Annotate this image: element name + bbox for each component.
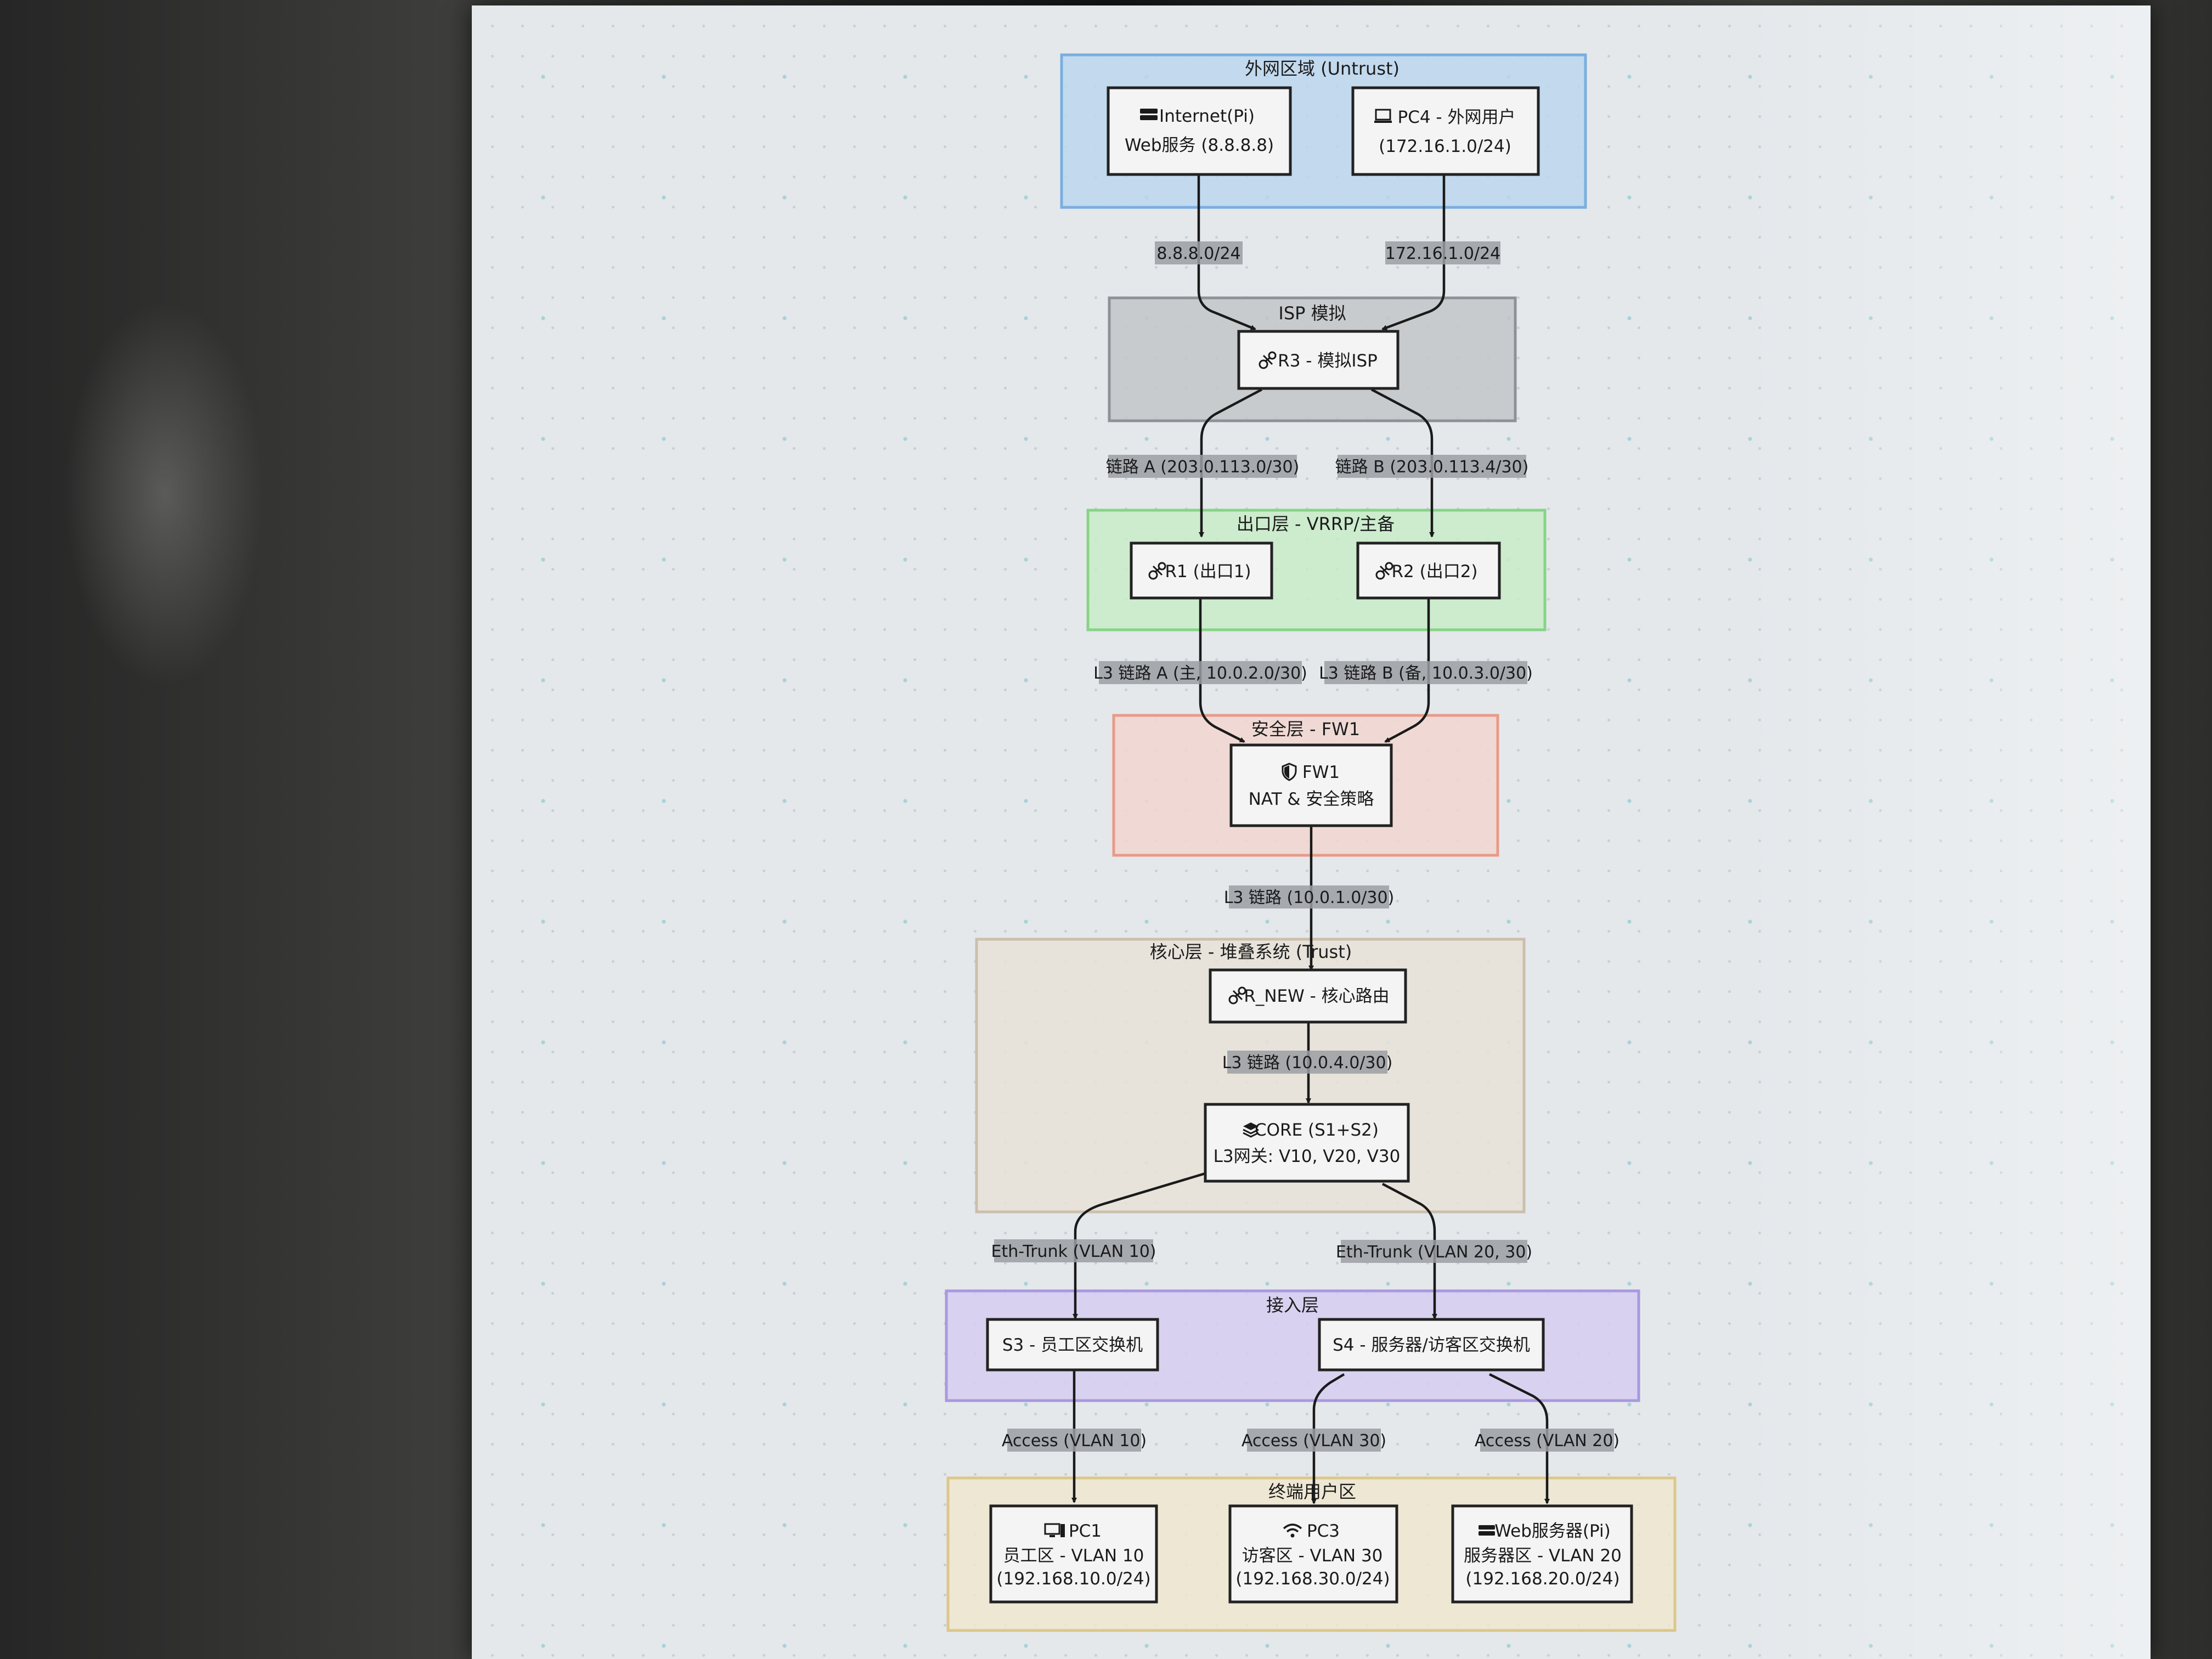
svg-text:Access (VLAN 10): Access (VLAN 10) bbox=[1002, 1431, 1147, 1451]
node-pc1[interactable]: PC1 员工区 - VLAN 10 (192.168.10.0/24) bbox=[989, 1504, 1158, 1604]
node-fw1[interactable]: FW1 NAT & 安全策略 bbox=[1229, 743, 1393, 827]
node-r1-line1: R1 (出口1) bbox=[1165, 562, 1251, 582]
node-core[interactable]: CORE (S1+S2) L3网关: V10, V20, V30 bbox=[1204, 1103, 1410, 1183]
edge-internet-r3 bbox=[1197, 174, 1256, 331]
edge-core-s3 bbox=[1073, 1171, 1207, 1319]
edge-pc4-r3 bbox=[1381, 174, 1446, 331]
svg-text:L3 链路 (10.0.1.0/30): L3 链路 (10.0.1.0/30) bbox=[1224, 888, 1395, 907]
svg-text:8.8.8.0/24: 8.8.8.0/24 bbox=[1156, 244, 1240, 263]
zone-isp-label: ISP 模拟 bbox=[1278, 303, 1346, 324]
edge-label-internet-r3: 8.8.8.0/24 bbox=[1155, 241, 1243, 264]
edge-label-s3-pc1: Access (VLAN 10) bbox=[1002, 1429, 1147, 1452]
node-core-line1: CORE (S1+S2) bbox=[1255, 1120, 1379, 1140]
node-internet[interactable]: Internet(Pi) Web服务 (8.8.8.8) bbox=[1107, 86, 1292, 176]
svg-text:Access (VLAN 20): Access (VLAN 20) bbox=[1475, 1431, 1620, 1451]
node-pc1-line2: 员工区 - VLAN 10 bbox=[1003, 1546, 1144, 1566]
node-rnew[interactable]: R_NEW - 核心路由 bbox=[1209, 968, 1407, 1024]
edge-label-r3-r2: 链路 B (203.0.113.4/30) bbox=[1335, 455, 1529, 478]
zone-access-label: 接入层 bbox=[1266, 1295, 1319, 1316]
node-core-line2: L3网关: V10, V20, V30 bbox=[1214, 1147, 1401, 1166]
svg-text:Eth-Trunk (VLAN 20, 30): Eth-Trunk (VLAN 20, 30) bbox=[1336, 1243, 1532, 1262]
zone-core-label: 核心层 - 堆叠系统 (Trust) bbox=[1150, 941, 1352, 962]
desktop-icon bbox=[1044, 1523, 1065, 1537]
node-pc3-line3: (192.168.30.0/24) bbox=[1235, 1569, 1390, 1589]
svg-text:L3 链路 (10.0.4.0/30): L3 链路 (10.0.4.0/30) bbox=[1222, 1053, 1393, 1073]
node-pc4[interactable]: PC4 - 外网用户 (172.16.1.0/24) bbox=[1351, 86, 1540, 176]
node-webserver-line2: 服务器区 - VLAN 20 bbox=[1464, 1546, 1622, 1566]
node-fw1-line1: FW1 bbox=[1302, 763, 1340, 782]
edge-label-r2-fw1: L3 链路 B (备, 10.0.3.0/30) bbox=[1319, 661, 1533, 684]
node-r3[interactable]: R3 - 模拟ISP bbox=[1237, 330, 1400, 390]
node-internet-line2: Web服务 (8.8.8.8) bbox=[1125, 136, 1274, 155]
node-r2[interactable]: R2 (出口2) bbox=[1356, 541, 1501, 600]
edge-label-fw1-rnew: L3 链路 (10.0.1.0/30) bbox=[1224, 885, 1395, 909]
router-icon bbox=[1375, 562, 1393, 580]
server-icon bbox=[1479, 1525, 1495, 1536]
node-internet-line1: Internet(Pi) bbox=[1159, 106, 1255, 126]
svg-text:Access (VLAN 30): Access (VLAN 30) bbox=[1242, 1431, 1386, 1451]
node-s4[interactable]: S4 - 服务器/访客区交换机 bbox=[1318, 1318, 1545, 1372]
node-s4-line1: S4 - 服务器/访客区交换机 bbox=[1333, 1335, 1530, 1355]
svg-text:L3 链路 B (备, 10.0.3.0/30): L3 链路 B (备, 10.0.3.0/30) bbox=[1319, 664, 1533, 683]
node-webserver-line1: Web服务器(Pi) bbox=[1494, 1521, 1610, 1541]
edge-label-core-s4: Eth-Trunk (VLAN 20, 30) bbox=[1336, 1240, 1532, 1263]
edge-label-rnew-core: L3 链路 (10.0.4.0/30) bbox=[1222, 1051, 1393, 1074]
node-pc3[interactable]: PC3 访客区 - VLAN 30 (192.168.30.0/24) bbox=[1228, 1504, 1398, 1604]
edge-s4-web bbox=[1488, 1373, 1550, 1504]
zone-egress-label: 出口层 - VRRP/主备 bbox=[1237, 514, 1395, 534]
edge-label-s4-pc3: Access (VLAN 30) bbox=[1242, 1429, 1386, 1452]
edge-label-r3-r1: 链路 A (203.0.113.0/30) bbox=[1106, 455, 1300, 478]
server-icon bbox=[1140, 109, 1158, 120]
edge-r1-fw1 bbox=[1199, 598, 1245, 743]
node-s3-line1: S3 - 员工区交换机 bbox=[1002, 1335, 1143, 1355]
node-r3-line1: R3 - 模拟ISP bbox=[1278, 351, 1378, 371]
edge-r3-r1 bbox=[1199, 388, 1263, 538]
node-pc1-line1: PC1 bbox=[1069, 1521, 1102, 1541]
router-icon bbox=[1259, 351, 1277, 369]
node-rnew-line1: R_NEW - 核心路由 bbox=[1244, 986, 1389, 1006]
node-pc3-line1: PC3 bbox=[1307, 1521, 1340, 1541]
node-pc3-line2: 访客区 - VLAN 30 bbox=[1242, 1546, 1383, 1566]
node-webserver-line3: (192.168.20.0/24) bbox=[1465, 1569, 1620, 1589]
laptop-icon bbox=[1374, 109, 1392, 123]
zone-endpoint-label: 终端用户区 bbox=[1268, 1481, 1356, 1502]
node-pc4-line2: (172.16.1.0/24) bbox=[1379, 137, 1511, 156]
node-pc1-line3: (192.168.10.0/24) bbox=[996, 1569, 1150, 1589]
node-r1[interactable]: R1 (出口1) bbox=[1130, 541, 1273, 600]
shield-icon bbox=[1282, 763, 1297, 781]
router-icon bbox=[1228, 986, 1246, 1005]
node-webserver[interactable]: Web服务器(Pi) 服务器区 - VLAN 20 (192.168.20.0/… bbox=[1451, 1504, 1633, 1604]
zone-security-label: 安全层 - FW1 bbox=[1251, 719, 1360, 740]
zone-untrust-label: 外网区域 (Untrust) bbox=[1245, 58, 1400, 79]
edge-label-core-s3: Eth-Trunk (VLAN 10) bbox=[991, 1239, 1156, 1262]
svg-text:L3 链路 A (主, 10.0.2.0/30): L3 链路 A (主, 10.0.2.0/30) bbox=[1093, 664, 1307, 683]
edge-r3-r2 bbox=[1370, 388, 1435, 538]
edge-s4-pc3 bbox=[1311, 1373, 1345, 1504]
node-pc4-line1: PC4 - 外网用户 bbox=[1398, 108, 1516, 127]
node-fw1-line2: NAT & 安全策略 bbox=[1249, 789, 1374, 809]
node-r2-line1: R2 (出口2) bbox=[1391, 562, 1477, 582]
edge-label-r1-fw1: L3 链路 A (主, 10.0.2.0/30) bbox=[1093, 661, 1307, 684]
wifi-icon bbox=[1283, 1523, 1302, 1538]
edge-label-s4-web: Access (VLAN 20) bbox=[1475, 1429, 1620, 1452]
svg-text:172.16.1.0/24: 172.16.1.0/24 bbox=[1385, 244, 1501, 263]
router-icon bbox=[1148, 562, 1166, 580]
node-s3[interactable]: S3 - 员工区交换机 bbox=[986, 1318, 1159, 1372]
edge-label-pc4-r3: 172.16.1.0/24 bbox=[1385, 241, 1501, 264]
svg-text:Eth-Trunk (VLAN 10): Eth-Trunk (VLAN 10) bbox=[991, 1242, 1156, 1261]
edge-r2-fw1 bbox=[1384, 598, 1430, 743]
edge-core-s4 bbox=[1381, 1183, 1437, 1319]
layers-icon bbox=[1243, 1122, 1259, 1138]
svg-text:链路 B (203.0.113.4/30): 链路 B (203.0.113.4/30) bbox=[1335, 458, 1529, 477]
svg-text:链路 A (203.0.113.0/30): 链路 A (203.0.113.0/30) bbox=[1106, 458, 1300, 477]
